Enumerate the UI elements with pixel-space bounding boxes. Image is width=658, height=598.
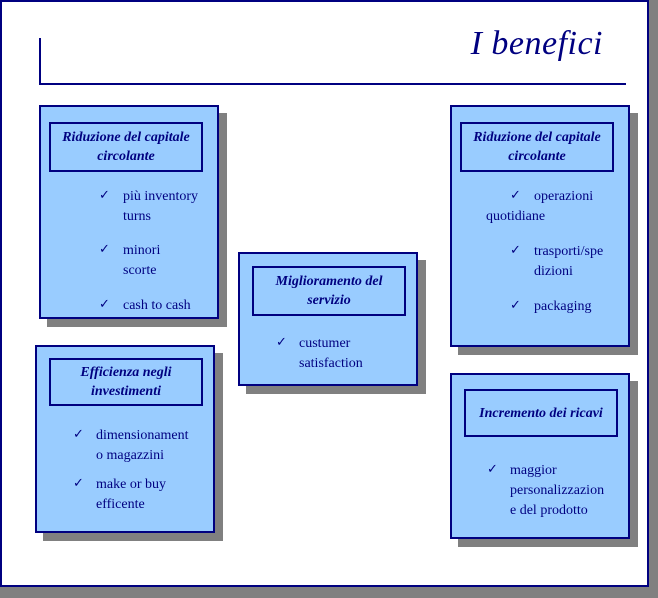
- check-icon: ✓: [510, 297, 521, 312]
- list-item: dimensionament o magazzini: [96, 428, 189, 463]
- list-item: trasporti/spe dizioni: [534, 244, 604, 279]
- check-icon: ✓: [276, 334, 287, 349]
- card-efficienza-investimenti: Efficienza negli investimenti ✓ dimensio…: [35, 345, 215, 533]
- list-item: custumer satisfaction: [299, 336, 363, 371]
- check-icon: ✓: [73, 475, 84, 490]
- list-item: più inventory turns: [123, 189, 199, 224]
- title-divider-vertical: [39, 38, 41, 85]
- card-riduzione-capitale-left: Riduzione del capitale circolante ✓ più …: [39, 105, 219, 319]
- list-item: minori scorte: [123, 243, 161, 278]
- list-item: cash to cash: [123, 298, 191, 313]
- card-title: Efficienza negli investimenti: [49, 358, 203, 406]
- list-item: packaging: [534, 299, 592, 314]
- slide-title: I benefici: [470, 25, 603, 62]
- check-icon: ✓: [99, 187, 110, 202]
- check-icon: ✓: [510, 187, 521, 202]
- card-riduzione-capitale-right: Riduzione del capitale circolante ✓ oper…: [450, 105, 630, 347]
- check-icon: ✓: [510, 242, 521, 257]
- check-icon: ✓: [99, 296, 110, 311]
- card-title: Riduzione del capitale circolante: [460, 122, 614, 172]
- title-divider-horizontal: [39, 83, 626, 85]
- check-icon: ✓: [73, 426, 84, 441]
- list-item: maggior personalizzazion e del prodotto: [510, 463, 605, 518]
- list-item: make or buy efficente: [96, 477, 166, 512]
- card-miglioramento-servizio: Miglioramento del servizio ✓ custumer sa…: [238, 252, 418, 386]
- card-title: Miglioramento del servizio: [252, 266, 406, 316]
- card-title: Riduzione del capitale circolante: [49, 122, 203, 172]
- card-incremento-ricavi: Incremento dei ricavi ✓ maggior personal…: [450, 373, 630, 539]
- list-item: operazioni quotidiane: [486, 189, 594, 224]
- card-title: Incremento dei ricavi: [464, 389, 618, 437]
- check-icon: ✓: [487, 461, 498, 476]
- slide: I benefici Riduzione del capitale circol…: [0, 0, 649, 587]
- check-icon: ✓: [99, 241, 110, 256]
